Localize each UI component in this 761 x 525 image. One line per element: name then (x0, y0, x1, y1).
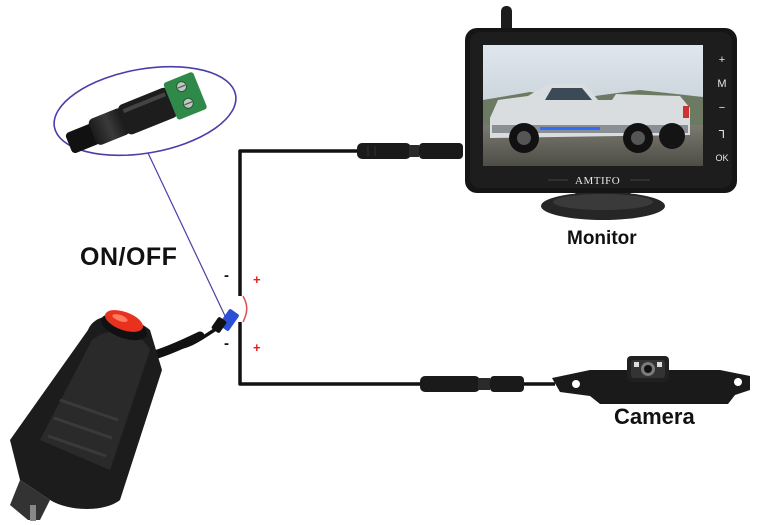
monitor-button-menu: M (717, 78, 727, 90)
monitor-label: Monitor (567, 228, 637, 249)
positive-sign-upper: + (253, 272, 261, 287)
negative-sign-lower: - (224, 335, 229, 352)
monitor-button-minus: − (718, 102, 726, 114)
camera-inline-connector (420, 376, 555, 392)
junction-connector (211, 309, 239, 333)
negative-sign-upper: - (224, 267, 229, 284)
monitor-inline-connector (357, 143, 463, 159)
camera-cable (238, 322, 420, 386)
monitor-button-ok: OK (715, 153, 729, 163)
monitor-cable (238, 149, 357, 296)
camera-label: Camera (614, 404, 695, 429)
power-switch-icon (101, 310, 147, 341)
car-plug (10, 310, 205, 521)
monitor-button-mirror: ⅂ (718, 129, 726, 141)
on-off-label: ON/OFF (80, 243, 178, 271)
truck-image (490, 84, 690, 153)
positive-sign-lower: + (253, 340, 261, 355)
cable-harness (169, 149, 420, 386)
camera-device (552, 356, 750, 404)
monitor-button-plus: + (718, 54, 726, 66)
dc-connector-callout (53, 65, 237, 157)
callout-line (147, 152, 227, 319)
positive-wire (242, 295, 248, 323)
monitor-brand: AMTIFO (575, 175, 621, 187)
monitor-device (465, 6, 737, 220)
